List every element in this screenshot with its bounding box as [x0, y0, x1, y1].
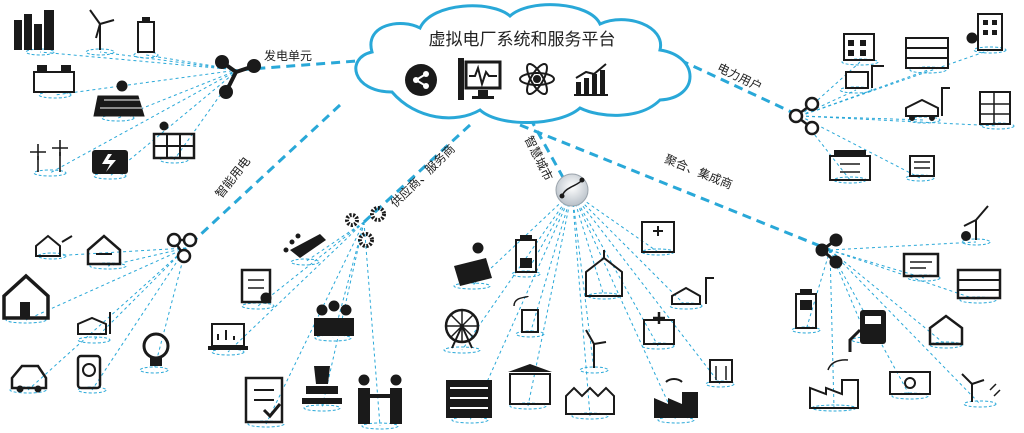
- eco-gas-station-icon: [513, 295, 539, 333]
- town-houses-icon: [565, 386, 615, 415]
- solar-panel-icon: [454, 242, 492, 286]
- factory-crane-icon: [845, 65, 884, 89]
- share-icon: [405, 64, 437, 96]
- office-building-icon: [956, 268, 1002, 300]
- ev-charging-icon: [671, 277, 714, 305]
- apartment-icon: [843, 33, 875, 61]
- clinic-icon: [643, 312, 675, 345]
- factory-icon: [14, 10, 54, 50]
- battery-icon: [137, 17, 155, 53]
- ferris-wheel-icon: [444, 308, 480, 349]
- certificate-icon: [240, 268, 272, 304]
- smart-home-plug-icon: [35, 234, 73, 257]
- trunk-aggregators: [519, 123, 831, 252]
- hub-aggregators: [815, 233, 843, 269]
- iot-factory-icon: [654, 378, 698, 418]
- phone-icon: [76, 354, 102, 390]
- wind-turbine-icon: [89, 9, 115, 50]
- house-icon: [2, 273, 50, 320]
- label-suppliers: 供应商、服务商: [387, 141, 458, 210]
- houses-icon: [86, 234, 122, 266]
- energy-storage-icon: [92, 150, 128, 174]
- office-building-icon: [709, 359, 733, 383]
- electric-car-icon: [10, 364, 48, 393]
- eco-factory-icon: [809, 359, 859, 409]
- center-title: 虚拟电厂系统和服务平台: [429, 30, 616, 50]
- label-generation: 发电单元: [264, 48, 312, 63]
- office-building-icon: [905, 37, 949, 69]
- battery-icon: [515, 235, 537, 273]
- handshake-icon: [358, 374, 402, 424]
- meeting-icon: [314, 300, 354, 336]
- ev-charging-icon: [905, 87, 950, 121]
- bank-icon: [508, 364, 552, 405]
- high-rise-icon: [829, 150, 871, 181]
- shop-icon: [979, 91, 1011, 125]
- label-smart-power: 智能用电: [212, 154, 253, 201]
- solar-panel-icon: [93, 80, 145, 117]
- hub-generation: [215, 55, 261, 99]
- wind-turbine-icon: [961, 205, 989, 241]
- solar-module-icon: [152, 121, 196, 160]
- wind-turbines-icon: [30, 140, 68, 172]
- battery-icon: [795, 289, 817, 329]
- 5g-house-icon: [928, 314, 964, 346]
- tower-building-icon: [966, 13, 1003, 51]
- car-battery-icon: [889, 371, 931, 395]
- laptop-chart-icon: [208, 323, 248, 350]
- trunk-suppliers: [362, 123, 472, 224]
- turbine-plug-icon: [961, 373, 1001, 402]
- hub-suppliers-gears: [345, 206, 386, 248]
- church-icon: [585, 250, 623, 297]
- label-aggregators: 聚合、集成商: [663, 151, 735, 192]
- bar-chart-icon: [574, 63, 608, 96]
- monitor-icon: [902, 252, 940, 278]
- hand-coins-icon: [283, 233, 326, 258]
- lightbulb-icon: [142, 332, 170, 366]
- car-battery-icon: [33, 65, 75, 93]
- stamp-icon: [302, 366, 342, 404]
- bank-icon: [446, 380, 492, 418]
- checklist-icon: [244, 376, 284, 424]
- trunk-users: [679, 58, 801, 118]
- storefront-icon: [909, 155, 935, 177]
- hospital-icon: [641, 221, 675, 253]
- atom-icon: [519, 62, 555, 96]
- cloud: 虚拟电厂系统和服务平台: [354, 3, 692, 125]
- monitor-waveform-icon: [458, 58, 502, 100]
- hub-smart-power: [166, 232, 198, 264]
- hub-smart-city-map: [555, 173, 589, 207]
- ev-charger-icon: [77, 312, 111, 335]
- wind-turbine-icon: [585, 329, 607, 368]
- hub-users: [788, 96, 820, 136]
- trunk-smart-power: [184, 103, 342, 250]
- fuel-pump-icon: [848, 310, 886, 352]
